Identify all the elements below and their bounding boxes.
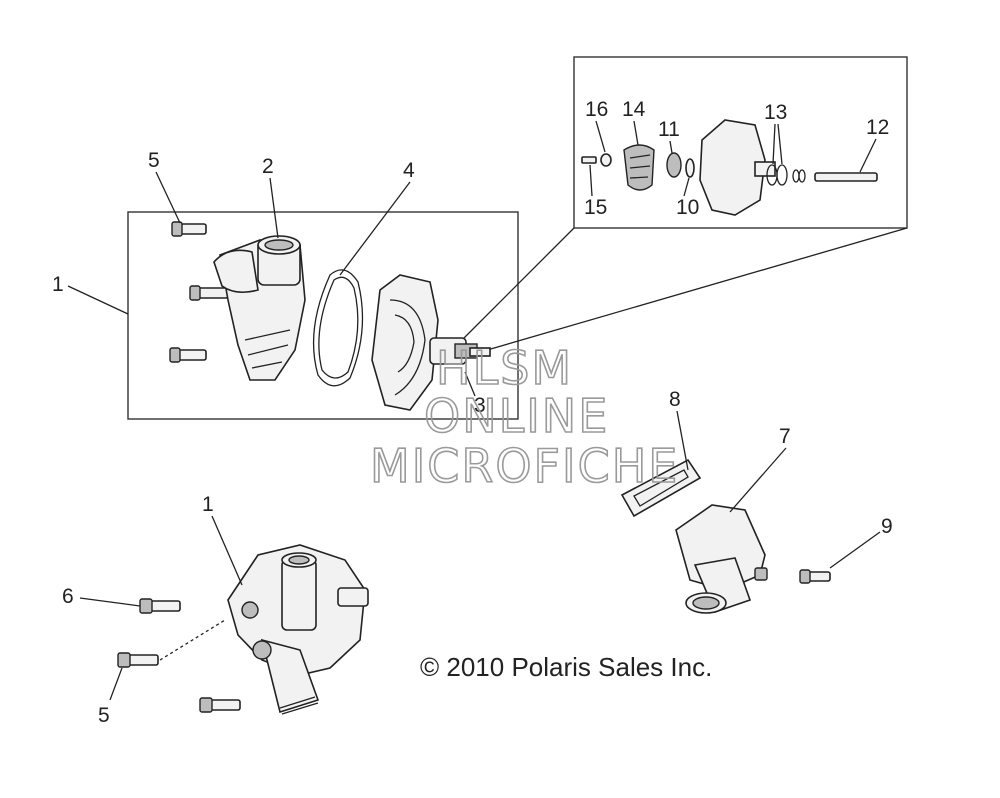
watermark-line-1: HLSM bbox=[436, 341, 573, 395]
callout-14: 14 bbox=[622, 98, 646, 121]
copyright-text: © 2010 Polaris Sales Inc. bbox=[420, 652, 712, 682]
callout-5-upper: 5 bbox=[148, 149, 160, 172]
thermostat-cover-7 bbox=[675, 504, 768, 614]
water-pump-assembly bbox=[371, 274, 491, 411]
callout-11: 11 bbox=[658, 118, 680, 141]
callout-15: 15 bbox=[584, 196, 607, 219]
callout-16: 16 bbox=[585, 98, 608, 121]
callout-6: 6 bbox=[62, 585, 74, 608]
callout-3: 3 bbox=[474, 394, 486, 417]
screw-15 bbox=[581, 156, 597, 164]
bolt-upper-2 bbox=[189, 285, 229, 301]
callout-8: 8 bbox=[669, 388, 681, 411]
bolt-9 bbox=[799, 569, 831, 584]
thermostat-housing bbox=[213, 235, 306, 381]
bolt-upper-1 bbox=[171, 221, 207, 237]
pump-housing-assembled bbox=[227, 544, 369, 715]
bolt-6 bbox=[139, 598, 181, 614]
callout-13: 13 bbox=[764, 101, 787, 124]
assembly-box bbox=[127, 211, 519, 420]
callout-12: 12 bbox=[866, 116, 889, 139]
bolt-5-lower-1 bbox=[117, 652, 159, 668]
seal-11 bbox=[666, 152, 682, 178]
gasket-8 bbox=[620, 458, 702, 518]
pump-cover-inset bbox=[699, 119, 776, 216]
callout-4: 4 bbox=[403, 159, 415, 182]
callout-10: 10 bbox=[676, 196, 699, 219]
shaft-12 bbox=[814, 172, 878, 182]
callout-1-lower: 1 bbox=[202, 493, 214, 516]
watermark-line-2: ONLINE bbox=[424, 389, 609, 443]
bolt-5-lower-2 bbox=[199, 697, 241, 713]
callout-1-upper: 1 bbox=[52, 273, 64, 296]
seal-10 bbox=[685, 158, 695, 178]
detail-inset-box bbox=[573, 56, 908, 229]
o-rings-13 bbox=[766, 164, 806, 186]
callout-9: 9 bbox=[881, 515, 893, 538]
callout-2: 2 bbox=[262, 155, 274, 178]
bolt-upper-3 bbox=[169, 347, 207, 363]
impeller-14 bbox=[623, 144, 655, 191]
o-ring-gasket bbox=[312, 269, 364, 387]
watermark-line-3: MICROFICHE bbox=[370, 439, 679, 493]
callout-5-lower: 5 bbox=[98, 704, 110, 727]
callout-7: 7 bbox=[779, 425, 791, 448]
washer-16 bbox=[600, 153, 612, 167]
